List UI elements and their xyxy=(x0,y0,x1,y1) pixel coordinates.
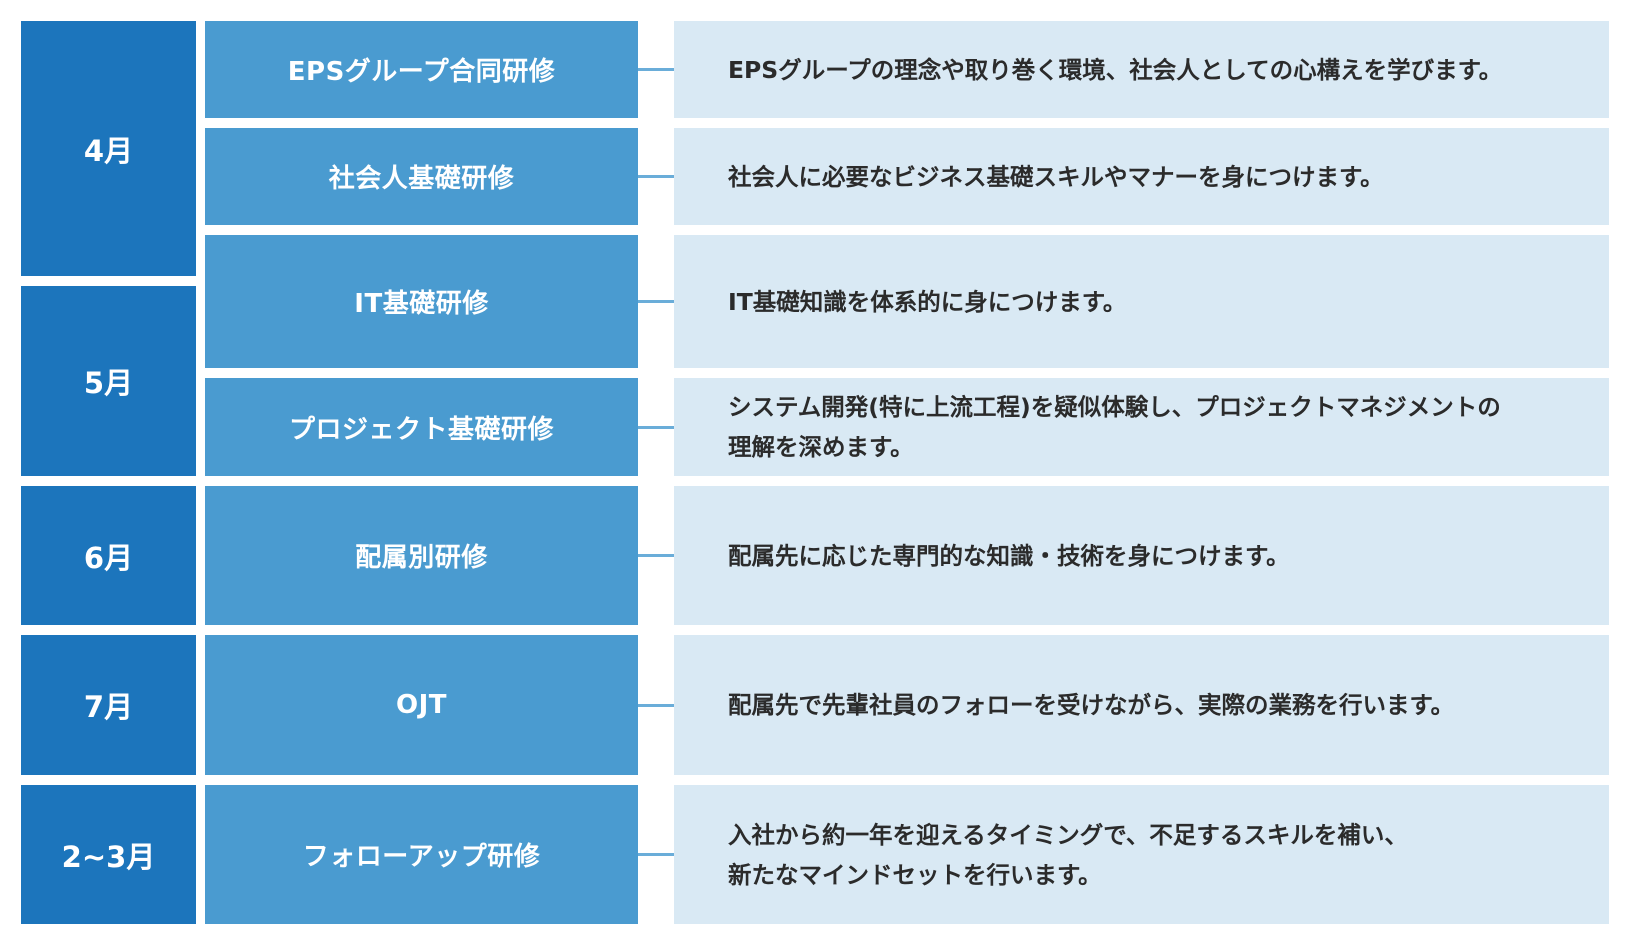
description-line: 理解を深めます。 xyxy=(728,433,914,461)
program-department-training: 配属別研修 xyxy=(205,486,638,625)
program-title: フォローアップ研修 xyxy=(302,842,541,872)
program-project-basics-training: プロジェクト基礎研修 xyxy=(205,378,638,476)
month-label: 4月 xyxy=(83,133,134,168)
program-follow-up-training: フォローアップ研修 xyxy=(205,785,638,924)
connector-line xyxy=(638,853,674,856)
month-label: 7月 xyxy=(83,690,134,724)
description-line: 入社から約一年を迎えるタイミングで、不足するスキルを補い、 xyxy=(728,820,1408,849)
month-april: 4月 xyxy=(21,21,196,276)
description-eps-group-training: EPSグループの理念や取り巻く環境、社会人としての心構えを学びます。 xyxy=(674,21,1609,118)
description-line: IT基礎知識を体系的に身につけます。 xyxy=(728,287,1127,316)
connector-line xyxy=(638,426,674,429)
description-line: 配属先で先輩社員のフォローを受けながら、実際の業務を行います。 xyxy=(728,691,1455,719)
connector-line xyxy=(638,300,674,303)
month-label: 6月 xyxy=(83,540,134,575)
month-label: 5月 xyxy=(83,366,134,400)
connector-line xyxy=(638,554,674,557)
program-title: プロジェクト基礎研修 xyxy=(288,414,554,445)
description-project-basics-training: システム開発(特に上流工程)を疑似体験し、プロジェクトマネジメントの 理解を深め… xyxy=(674,378,1609,476)
month-may: 5月 xyxy=(21,286,196,476)
program-title: EPSグループ合同研修 xyxy=(287,57,556,87)
program-title: 配属別研修 xyxy=(355,543,488,573)
program-title: 社会人基礎研修 xyxy=(328,164,515,194)
program-business-basics-training: 社会人基礎研修 xyxy=(205,128,638,225)
program-title: OJT xyxy=(395,690,447,720)
month-june: 6月 xyxy=(21,486,196,625)
description-line: システム開発(特に上流工程)を疑似体験し、プロジェクトマネジメントの xyxy=(728,393,1501,421)
program-ojt: OJT xyxy=(205,635,638,775)
description-department-training: 配属先に応じた専門的な知識・技術を身につけます。 xyxy=(674,486,1609,625)
description-business-basics-training: 社会人に必要なビジネス基礎スキルやマナーを身につけます。 xyxy=(674,128,1609,225)
program-it-basics-training: IT基礎研修 xyxy=(205,235,638,368)
description-line: EPSグループの理念や取り巻く環境、社会人としての心構えを学びます。 xyxy=(728,55,1503,84)
month-july: 7月 xyxy=(21,635,196,775)
program-title: IT基礎研修 xyxy=(354,289,489,319)
connector-line xyxy=(638,704,674,707)
program-eps-group-training: EPSグループ合同研修 xyxy=(205,21,638,118)
description-it-basics-training: IT基礎知識を体系的に身につけます。 xyxy=(674,235,1609,368)
description-line: 配属先に応じた専門的な知識・技術を身につけます。 xyxy=(728,541,1290,570)
connector-line xyxy=(638,175,674,178)
month-label: 2~3月 xyxy=(61,839,156,874)
connector-line xyxy=(638,68,674,71)
description-ojt: 配属先で先輩社員のフォローを受けながら、実際の業務を行います。 xyxy=(674,635,1609,775)
description-line: 新たなマインドセットを行います。 xyxy=(728,860,1102,889)
month-feb-march: 2~3月 xyxy=(21,785,196,924)
description-follow-up-training: 入社から約一年を迎えるタイミングで、不足するスキルを補い、 新たなマインドセット… xyxy=(674,785,1609,924)
description-line: 社会人に必要なビジネス基礎スキルやマナーを身につけます。 xyxy=(728,162,1384,191)
